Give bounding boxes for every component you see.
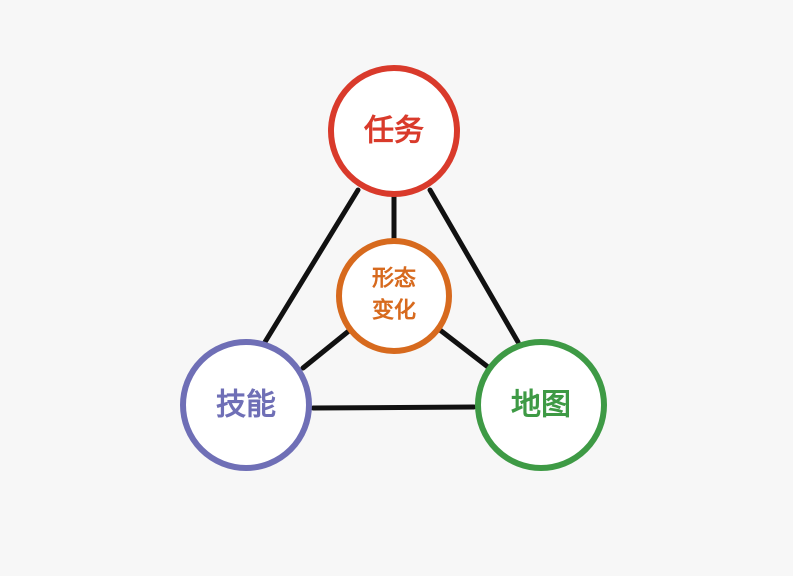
node-skill-circle bbox=[180, 339, 312, 471]
edge-quest-skill bbox=[262, 187, 361, 345]
node-map-circle bbox=[475, 339, 607, 471]
node-quest-label: 任务 bbox=[363, 114, 424, 149]
node-center-label-line2: 变化 bbox=[372, 298, 416, 324]
node-center: 形态 变化 bbox=[336, 238, 452, 354]
node-skill: 技能 bbox=[180, 339, 312, 471]
node-map-label: 地图 bbox=[511, 388, 571, 423]
edge-skill-center bbox=[300, 327, 353, 371]
node-map: 地图 bbox=[475, 339, 607, 471]
node-skill-label: 技能 bbox=[216, 388, 276, 423]
node-center-circle bbox=[336, 238, 452, 354]
edge-skill-map bbox=[310, 404, 477, 411]
edge-quest-map bbox=[427, 187, 521, 345]
node-quest: 任务 bbox=[328, 65, 460, 197]
node-quest-circle bbox=[328, 65, 460, 197]
edge-map-center bbox=[437, 327, 491, 370]
node-center-label-line1: 形态 bbox=[372, 266, 416, 292]
edges bbox=[262, 187, 521, 411]
